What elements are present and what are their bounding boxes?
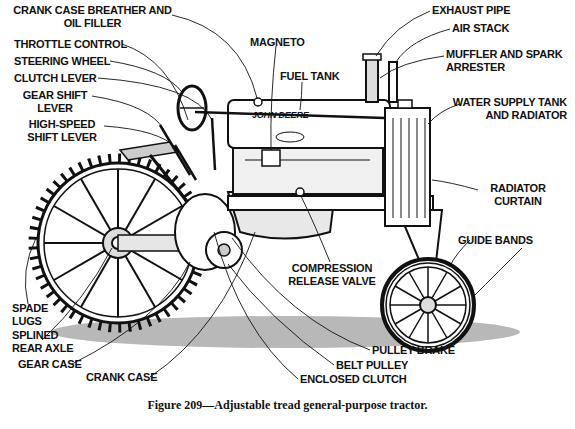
- engine-block: [233, 148, 383, 194]
- part-label: GEAR SHIFT LEVER: [10, 89, 100, 115]
- breather-cap: [254, 98, 262, 106]
- part-label: CLUTCH LEVER: [14, 72, 97, 85]
- steering-wheel: [178, 86, 206, 130]
- compression-valve: [296, 188, 304, 196]
- part-label: MAGNETO: [250, 36, 305, 49]
- part-label: COMPRESSION RELEASE VALVE: [278, 262, 386, 288]
- part-label: CRANK CASE BREATHER AND OIL FILLER: [10, 4, 175, 30]
- seat: [120, 142, 178, 160]
- part-label: AIR STACK: [452, 22, 509, 35]
- part-label: HIGH-SPEED SHIFT LEVER: [12, 118, 112, 144]
- part-label: SPADE LUGS: [12, 302, 62, 328]
- part-label: EXHAUST PIPE: [432, 4, 510, 17]
- fuel-tank: [228, 100, 390, 148]
- radiator-cap: [398, 100, 412, 108]
- part-label: MUFFLER AND SPARK ARRESTER: [446, 48, 566, 74]
- logo-oval: [276, 132, 304, 142]
- radiator: [385, 108, 430, 226]
- part-label: BELT PULLEY: [336, 359, 408, 372]
- part-label: CRANK CASE: [86, 371, 157, 384]
- figure-caption: Figure 209—Adjustable tread general-purp…: [0, 398, 575, 413]
- brand-text: JOHN DEERE: [252, 110, 309, 121]
- clutch-lever: [212, 118, 215, 170]
- part-label: THROTTLE CONTROL: [14, 38, 127, 51]
- front-wheel: [382, 259, 474, 351]
- part-label: WATER SUPPLY TANK AND RADIATOR: [432, 96, 567, 122]
- shift-lever: [175, 145, 196, 180]
- part-label: GUIDE BANDS: [458, 234, 533, 247]
- part-label: STEERING WHEEL: [14, 55, 110, 68]
- part-label: RADIATOR CURTAIN: [478, 182, 558, 208]
- radiator-grille: [393, 118, 425, 218]
- part-label: ENCLOSED CLUTCH: [300, 373, 406, 386]
- spark-arrester: [363, 54, 381, 60]
- part-label: SPLINED REAR AXLE: [12, 329, 90, 355]
- gear-shift-lever: [160, 125, 190, 175]
- part-label: FUEL TANK: [280, 70, 340, 83]
- pulley-hub: [218, 244, 230, 256]
- magneto: [262, 150, 280, 166]
- exhaust-pipe: [366, 58, 378, 102]
- air-stack: [389, 62, 397, 102]
- part-label: GEAR CASE: [18, 358, 82, 371]
- seat-bar: [150, 155, 190, 205]
- belt-pulley: [206, 232, 242, 268]
- part-label: PULLEY BRAKE: [372, 344, 455, 357]
